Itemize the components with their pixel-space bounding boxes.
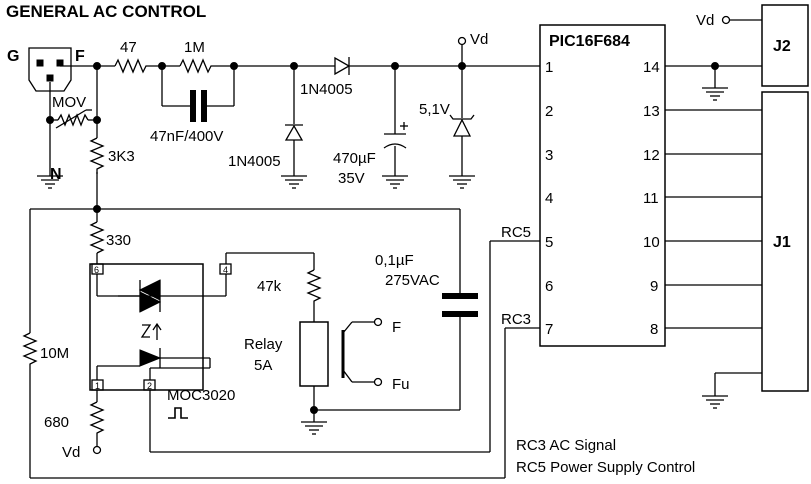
note-rc3: RC3 AC Signal xyxy=(516,437,616,454)
resistor-47 xyxy=(114,58,147,74)
resistor-330 xyxy=(89,221,105,254)
note-rc5: RC5 Power Supply Control xyxy=(516,459,695,476)
relay-name-label: Relay xyxy=(244,336,283,353)
vd-bottom-label: Vd xyxy=(62,444,80,461)
opto-pin-6: 6 xyxy=(94,265,99,275)
resistor-330-label: 330 xyxy=(106,232,131,249)
capacitor-47nf xyxy=(190,90,207,122)
pic-pin-9: 9 xyxy=(650,278,658,295)
net-label-rc5: RC5 xyxy=(501,224,531,241)
zener-label: 5,1V xyxy=(419,101,450,118)
resistor-1m xyxy=(179,58,212,74)
capacitor-470uf-voltage: 35V xyxy=(338,170,365,187)
ac-connector xyxy=(28,47,72,92)
pulse-icon xyxy=(168,407,188,419)
pic-left-pins: 1 2 3 4 5 6 7 xyxy=(545,59,553,338)
header-j2-label: J2 xyxy=(773,38,791,55)
resistor-47k-label: 47k xyxy=(257,278,282,295)
pic-pin-8: 8 xyxy=(650,321,658,338)
opto-coupler xyxy=(89,263,232,391)
opto-pin-4: 4 xyxy=(223,265,228,275)
diode-series xyxy=(334,56,351,76)
opto-pin-1: 1 xyxy=(95,381,100,391)
pic-pin-13: 13 xyxy=(643,103,660,120)
pic-pin-1: 1 xyxy=(545,59,553,76)
capacitor-47nf-label: 47nF/400V xyxy=(150,128,223,145)
pic-pin-5: 5 xyxy=(545,234,553,251)
capacitor-470uf-value: 470µF xyxy=(333,150,376,167)
resistor-3k3-label: 3K3 xyxy=(108,148,135,165)
pic-pin-10: 10 xyxy=(643,234,660,251)
pic-pin-7: 7 xyxy=(545,321,553,338)
pic-pin-4: 4 xyxy=(545,190,553,207)
pic-chip-name: PIC16F684 xyxy=(549,33,630,50)
mov-label: MOV xyxy=(52,94,86,111)
resistor-1m-label: 1M xyxy=(184,39,205,56)
ground-symbols xyxy=(37,87,728,435)
relay-f-label: F xyxy=(392,319,401,336)
header-j1-label: J1 xyxy=(773,234,791,251)
relay-rating-label: 5A xyxy=(254,357,272,374)
diode-shunt xyxy=(284,124,304,141)
pic-pin-6: 6 xyxy=(545,278,553,295)
connector-phase-label: F xyxy=(75,48,85,65)
relay-5a xyxy=(299,317,383,387)
pic-pin-11: 11 xyxy=(643,190,659,207)
diode-shunt-label: 1N4005 xyxy=(228,153,281,170)
net-label-rc3: RC3 xyxy=(501,311,531,328)
capacitor-0-1uf xyxy=(442,293,478,317)
resistor-680-label: 680 xyxy=(44,414,69,431)
junction-dots xyxy=(46,62,719,414)
opto-pin-2: 2 xyxy=(147,381,152,391)
vd-terminals xyxy=(92,15,731,455)
opto-label: MOC3020 xyxy=(167,387,235,404)
vd-top-label: Vd xyxy=(470,31,488,48)
pic-right-pins: 14 13 12 11 10 9 8 xyxy=(643,59,660,338)
diagram-title: GENERAL AC CONTROL xyxy=(6,2,206,21)
zener-diode xyxy=(449,114,475,137)
connector-ground-label: G xyxy=(7,48,19,65)
wires xyxy=(29,19,762,479)
relay-fu-label: Fu xyxy=(392,376,410,393)
header-j2-body xyxy=(761,4,809,87)
pic-pin-12: 12 xyxy=(643,147,660,164)
mov-varistor xyxy=(55,109,92,129)
resistor-3k3 xyxy=(89,137,105,174)
resistor-47k xyxy=(306,269,322,302)
capacitor-470uf xyxy=(383,122,408,149)
diode-series-label: 1N4005 xyxy=(300,81,353,98)
capacitor-0-1uf-value: 0,1µF xyxy=(375,252,414,269)
capacitor-0-1uf-voltage: 275VAC xyxy=(385,272,440,289)
vd-j2-label: Vd xyxy=(696,12,714,29)
header-j1-body xyxy=(761,91,809,392)
pic-pin-14: 14 xyxy=(643,59,660,76)
pic-pin-2: 2 xyxy=(545,103,553,120)
pic-pin-3: 3 xyxy=(545,147,553,164)
resistor-47-label: 47 xyxy=(120,39,137,56)
resistor-10m-label: 10M xyxy=(40,345,69,362)
resistor-680 xyxy=(89,401,105,436)
connector-neutral-label: N xyxy=(50,166,62,183)
pic-chip-body xyxy=(539,24,666,347)
resistor-10m xyxy=(22,332,38,368)
